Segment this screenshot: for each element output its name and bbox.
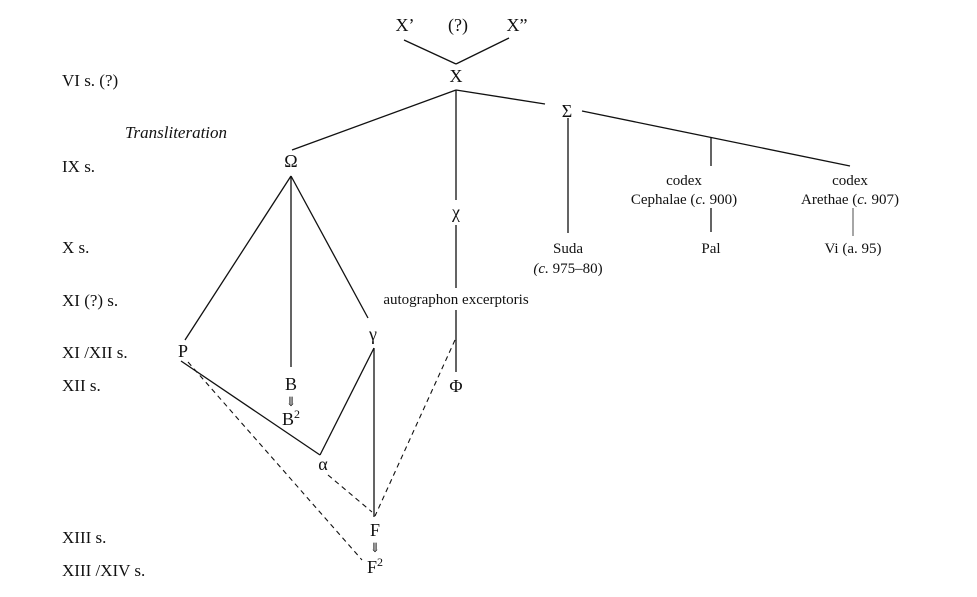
node-codex-arethae-label: codex [832, 173, 868, 189]
century-labels: VI s. (?) Transliteration IX s. X s. XI … [62, 71, 227, 580]
node-sigma: Σ [562, 101, 572, 121]
node-suda-date: (c. 975–80) [533, 261, 602, 277]
node-alpha: α [318, 454, 328, 474]
node-chi: χ [451, 202, 460, 222]
century-xiii: XIII s. [62, 528, 106, 547]
transliteration-label: Transliteration [125, 123, 227, 142]
century-vi: VI s. (?) [62, 71, 118, 90]
century-ix: IX s. [62, 157, 95, 176]
node-codex-cephalae: Cephalae (c. 900) [631, 192, 737, 208]
century-xi-xii: XI /XII s. [62, 343, 128, 362]
stemma-nodes: X’ (?) X” X Σ Ω χ Suda (c. 975–80) codex… [178, 15, 899, 577]
node-vi: Vi (a. 95) [825, 241, 882, 257]
node-suda: Suda [553, 241, 583, 257]
century-xiii-xiv: XIII /XIV s. [62, 561, 145, 580]
century-x: X s. [62, 238, 89, 257]
century-xii: XII s. [62, 376, 101, 395]
node-pal: Pal [701, 241, 720, 257]
node-omega: Ω [284, 151, 297, 171]
node-f2: F2 [367, 555, 383, 577]
node-x-double-prime: X” [507, 15, 528, 35]
node-b: B [285, 374, 297, 394]
double-arrow-down-icon: ⇓ [370, 540, 381, 555]
node-gamma: γ [368, 324, 377, 344]
double-arrow-down-icon: ⇓ [286, 394, 297, 409]
node-codex-cephalae-label: codex [666, 173, 702, 189]
century-xi: XI (?) s. [62, 291, 118, 310]
node-x-prime: X’ [396, 15, 415, 35]
node-x: X [450, 66, 463, 86]
node-phi: Φ [449, 376, 462, 396]
node-question: (?) [448, 15, 468, 36]
node-codex-arethae: Arethae (c. 907) [801, 192, 899, 208]
node-p: P [178, 341, 188, 361]
node-b2: B2 [282, 407, 300, 429]
stemma-lines [180, 37, 854, 561]
node-f: F [370, 520, 380, 540]
node-autographon: autographon excerptoris [383, 292, 529, 308]
